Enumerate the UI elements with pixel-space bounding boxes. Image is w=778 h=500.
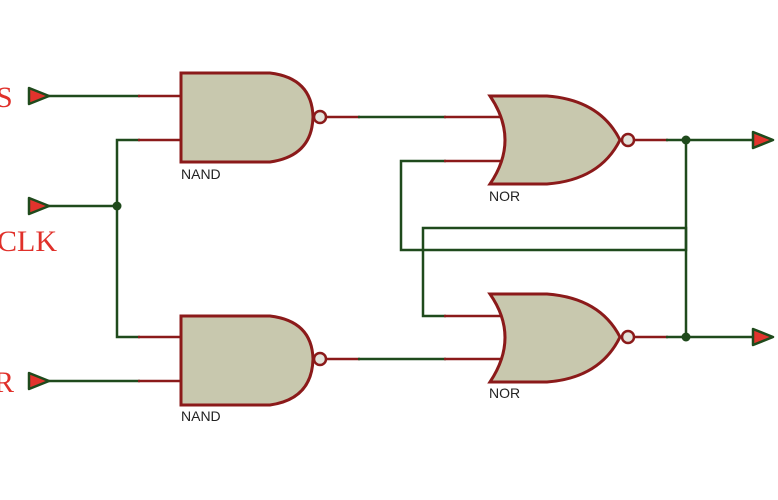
gate-label-nand1: NAND: [181, 166, 221, 182]
input-label-r: R: [0, 366, 14, 399]
input-label-s: S: [0, 81, 13, 114]
output-port-qbar-icon[interactable]: [751, 327, 775, 347]
nor-gate-2: [487, 292, 636, 384]
nand-gate-1: [179, 71, 328, 164]
gate-label-nor2: NOR: [489, 385, 520, 401]
gate-label-nand2: NAND: [181, 408, 221, 424]
input-port-s-icon[interactable]: [27, 86, 51, 106]
output-port-q-icon[interactable]: [751, 130, 775, 150]
wire-clk-branch: [115, 138, 140, 339]
input-label-clk: CLK: [0, 225, 57, 258]
junction-qbar: [681, 332, 691, 342]
input-port-r-icon[interactable]: [27, 371, 51, 391]
nor-gate-1: [487, 94, 636, 186]
junction-clk: [112, 201, 122, 211]
junction-q: [681, 135, 691, 145]
input-port-clk-icon[interactable]: [27, 196, 51, 216]
gate-label-nor1: NOR: [489, 188, 520, 204]
wire-feedback-qbar-to-nor2in1: [421, 226, 688, 337]
wire-feedback-q-to-nor1in2: [399, 140, 688, 252]
nand-gate-2: [179, 314, 328, 407]
